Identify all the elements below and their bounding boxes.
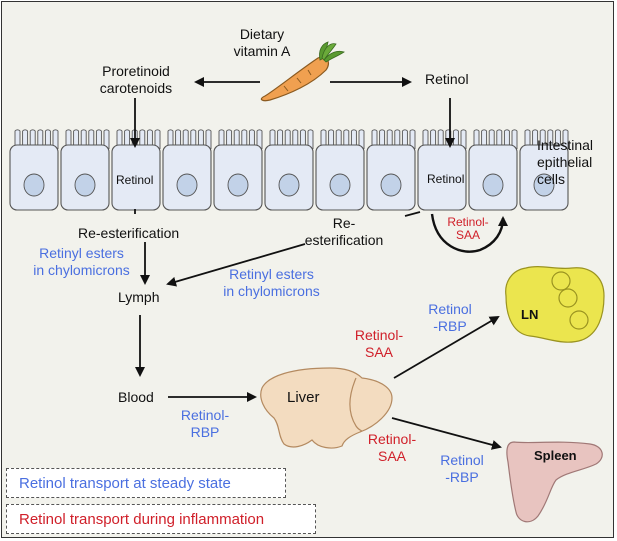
arrow-right-to-lymph <box>166 243 306 287</box>
dash-right <box>404 211 421 217</box>
legend-steady-state: Retinol transport at steady state <box>6 468 286 498</box>
blood-label: Blood <box>118 389 154 405</box>
nucleus <box>278 173 300 197</box>
retinol-rbp-blood-label: Retinol-RBP <box>180 407 230 440</box>
retinol-saa-spleen-label: Retinol-SAA <box>367 431 417 464</box>
epithelial-cell <box>468 129 518 211</box>
epithelial-cell <box>213 129 263 211</box>
ln-label: LN <box>521 307 539 322</box>
epithelial-cell <box>111 129 161 211</box>
epithelial-cell <box>366 129 416 211</box>
spleen-label: Spleen <box>534 448 577 463</box>
arrow-retinol-saa-export <box>430 213 508 253</box>
epithelial-cell <box>9 129 59 211</box>
epithelial-cell <box>264 129 314 211</box>
re-esterification-left-label: Re-esterification <box>78 225 180 241</box>
nucleus <box>23 173 45 197</box>
epithelial-cell <box>162 129 212 211</box>
legend-inflammation: Retinol transport during inflammation <box>6 504 316 534</box>
epithelial-cell <box>519 129 569 211</box>
arrow-to-ln <box>393 315 500 379</box>
nucleus <box>227 173 249 197</box>
nucleus <box>380 173 402 197</box>
lymph-label: Lymph <box>118 289 160 305</box>
retinol-saa-ln-label: Retinol-SAA <box>354 327 404 360</box>
legend-inflammation-text: Retinol transport during inflammation <box>19 511 265 528</box>
retinol-top-label: Retinol <box>425 71 469 87</box>
retinol-rbp-spleen-label: Retinol-RBP <box>440 452 484 485</box>
legend-steady-state-text: Retinol transport at steady state <box>19 475 231 492</box>
nucleus <box>482 173 504 197</box>
epithelial-cell <box>417 129 467 211</box>
retinol-saa-export-label: Retinol-SAA <box>447 215 489 242</box>
nucleus <box>176 173 198 197</box>
nucleus <box>74 173 96 197</box>
epithelial-cell <box>60 129 110 211</box>
intestinal-epithelial-cells <box>9 129 569 211</box>
cell-retinol-right-label: Retinol <box>427 172 465 186</box>
carrot-icon <box>260 41 345 102</box>
lymph-node-shape <box>505 265 605 343</box>
nucleus <box>533 173 555 197</box>
retinol-rbp-ln-label: Retinol-RBP <box>428 301 472 334</box>
re-esterification-right-label: Re-esterification <box>304 215 384 248</box>
cell-retinol-left-label: Retinol <box>116 173 154 187</box>
epithelial-cell <box>315 129 365 211</box>
liver-shape <box>260 367 393 449</box>
arrow-to-spleen <box>391 417 502 450</box>
liver-label: Liver <box>287 389 320 406</box>
nucleus <box>329 173 351 197</box>
spleen-shape <box>506 441 603 523</box>
